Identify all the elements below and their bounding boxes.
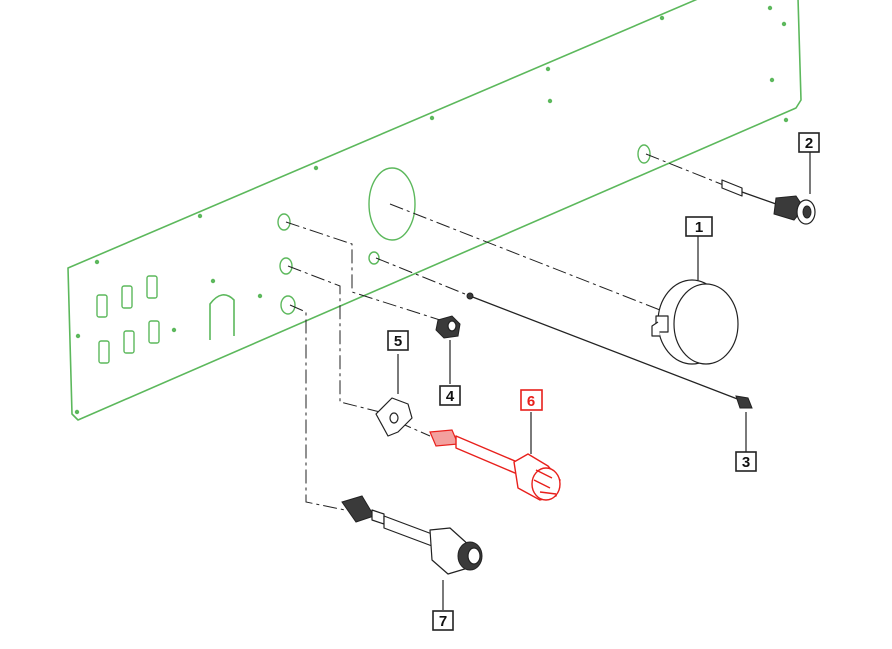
nut-part [435,315,461,339]
callout-2[interactable]: 2 [798,132,820,153]
socket-part [721,179,816,225]
callout-6-label: 6 [527,393,535,410]
callout-7[interactable]: 7 [432,610,454,631]
callout-4-label: 4 [446,388,455,405]
callout-4[interactable]: 4 [439,385,461,406]
gauge-hole [368,167,416,241]
callout-1[interactable]: 1 [685,216,713,237]
sensor-part [341,495,483,575]
callout-6[interactable]: 6 [520,389,543,411]
callout-2-label: 2 [805,135,813,152]
cable-part [466,292,753,409]
callout-5[interactable]: 5 [387,330,409,351]
bracket-part [375,397,413,437]
callout-7-label: 7 [439,613,447,630]
highlighted-switch-part [429,429,561,501]
mounting-panel [67,0,802,421]
leader-lines [285,153,727,511]
callout-3-label: 3 [742,454,750,471]
callout-lines [397,152,811,610]
gauge-part [651,279,739,365]
callout-5-label: 5 [394,333,402,350]
callout-3[interactable]: 3 [735,451,757,472]
callout-1-label: 1 [695,219,703,236]
